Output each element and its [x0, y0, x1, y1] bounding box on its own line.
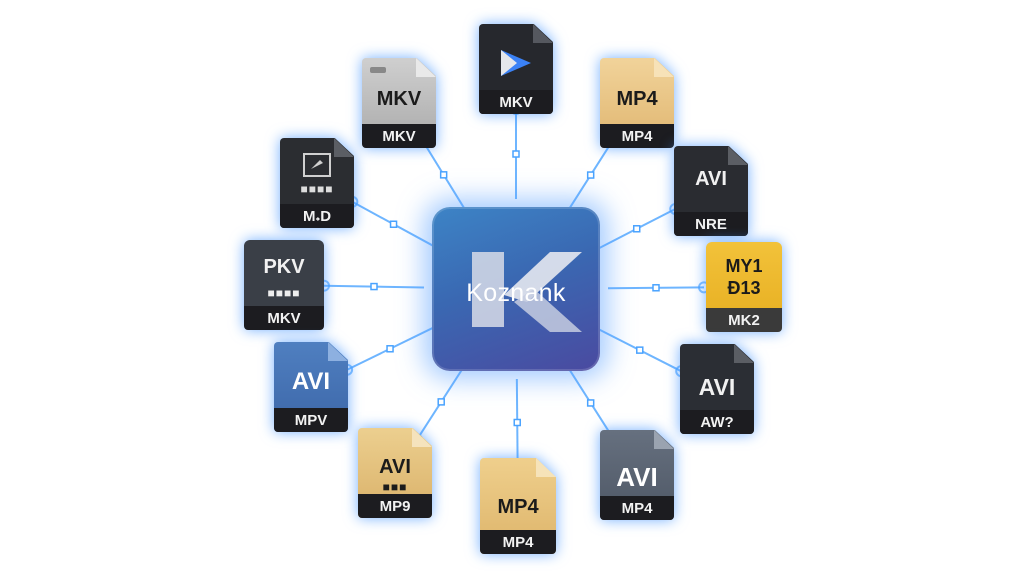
file-icon-mp4-tan-bottom: MP4 MP4 [480, 458, 556, 554]
file-top-label: MKV [376, 88, 422, 110]
file-icon-my1-yellow: MY1 Ɖ13 MK2 [706, 242, 782, 332]
file-top-label: AVI [695, 168, 727, 190]
connector-node [586, 171, 595, 179]
play-logo-icon [501, 50, 531, 76]
file-icon-frame-black: ■■■■ M𝆹D [280, 138, 354, 228]
file-bottom-label: MK2 [728, 312, 760, 329]
file-icon-pkv-slate: PKV ■■■■ MKV [244, 240, 324, 330]
connector-node [512, 150, 520, 158]
file-top-label: MY1 [725, 256, 763, 276]
file-bottom-label: NRE [695, 216, 727, 233]
file-top-label: AVI [616, 462, 658, 492]
file-top-label: AVI [698, 374, 736, 400]
k-logo-icon [472, 252, 582, 332]
connector-node [632, 225, 641, 233]
file-mid-boxes: ■■■■ [267, 286, 301, 300]
file-bottom-label: MKV [499, 94, 533, 111]
file-mid-label: Ɖ13 [727, 278, 761, 298]
file-bottom-label: MP4 [621, 128, 653, 145]
file-icon-mp4-tan-top: MP4 MP4 [600, 58, 674, 148]
connector-node [513, 418, 521, 427]
file-bottom-label: MKV [382, 128, 416, 145]
file-bottom-label: MP4 [621, 500, 653, 517]
file-top-label: MP4 [497, 496, 539, 518]
file-bottom-label: AW? [700, 414, 734, 431]
file-top-label: PKV [263, 256, 305, 278]
connector-node [386, 345, 394, 353]
file-bottom-label: M𝆹D [302, 208, 332, 225]
file-icon-avi-slate: AVI MP4 [600, 430, 674, 520]
file-top-label: MP4 [616, 88, 658, 110]
connector-node [439, 171, 448, 179]
file-icon-mkv-gray: MKV MKV [362, 58, 436, 148]
file-icon-avi-black-right: AVI NRE [674, 146, 748, 236]
file-icon-mkv-black: MKV [479, 24, 553, 114]
file-top-label: AVI [379, 456, 411, 478]
connector-node [652, 284, 660, 292]
file-bottom-label: MP9 [379, 498, 411, 515]
file-bottom-label: MKV [267, 310, 301, 327]
file-icon-avi-blue: AVI MPV [274, 342, 348, 432]
hub-label: Koznank [466, 279, 566, 307]
frame-icon [303, 153, 331, 177]
file-mid-boxes: ■■■ [382, 480, 408, 494]
connector-node [586, 399, 595, 407]
connector-node [370, 282, 378, 291]
file-icon-avi-dark: AVI AW? [680, 344, 754, 434]
file-top-label: AVI [291, 368, 331, 395]
connector-node [437, 398, 445, 406]
file-bottom-label: MP4 [502, 534, 534, 551]
file-bottom-label: MPV [294, 412, 328, 429]
file-icon-avi-tan: AVI ■■■ MP9 [358, 428, 432, 518]
hub-app-tile: Koznank [432, 207, 600, 371]
connector-node [636, 346, 644, 354]
connector-node [389, 220, 398, 228]
